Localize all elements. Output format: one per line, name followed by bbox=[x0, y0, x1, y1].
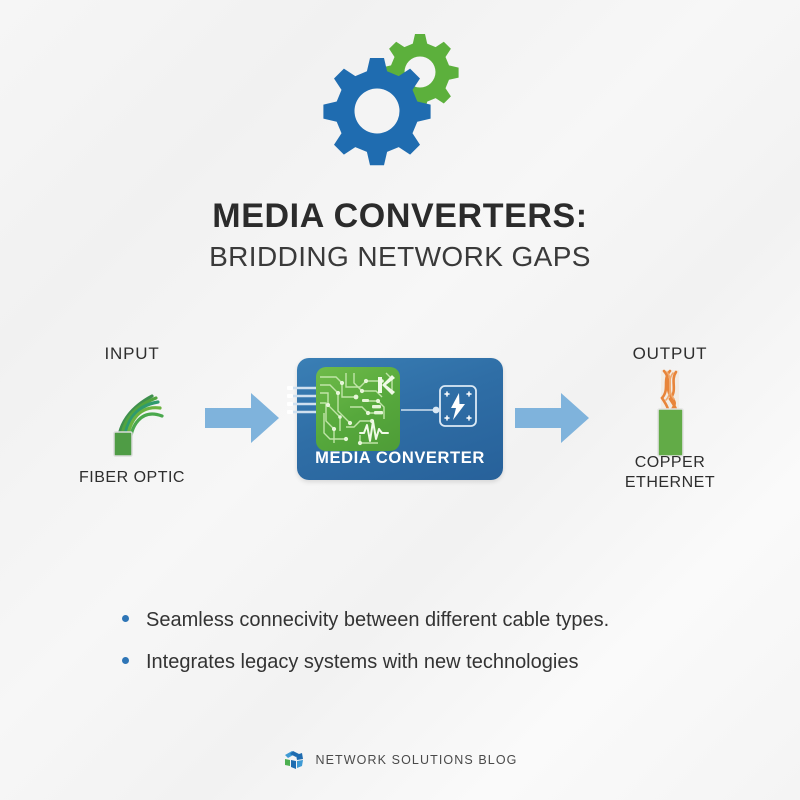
footer-brand-label: NETWORK SOLUTIONS BLOG bbox=[315, 753, 518, 767]
copper-ethernet-cable-icon bbox=[648, 368, 692, 473]
media-converter-device: MEDIA CONVERTER bbox=[287, 358, 503, 480]
signal-waveform-icon bbox=[359, 420, 389, 442]
page-title: MEDIA CONVERTERS: bbox=[212, 197, 588, 235]
circuit-board-graphic bbox=[316, 367, 400, 451]
output-cable-type-line1: COPPER bbox=[634, 454, 706, 471]
list-item-label: Seamless connecivity between different c… bbox=[146, 609, 610, 631]
device-input-pins-icon bbox=[287, 386, 319, 414]
device-link-line bbox=[401, 406, 440, 414]
fiber-optic-cable-icon bbox=[96, 372, 168, 463]
bullet-dot-icon bbox=[122, 656, 129, 664]
list-item-label: Integrates legacy systems with new techn… bbox=[146, 650, 579, 673]
list-item: Integrates legacy systems with new techn… bbox=[122, 650, 702, 676]
circuit-traces-svg bbox=[320, 372, 395, 446]
right-arrow-icon bbox=[515, 393, 589, 443]
right-arrow-icon bbox=[205, 393, 279, 443]
diagram-row: INPUT FIBER OPTIC bbox=[0, 340, 800, 500]
list-item: Seamless connecivity between different c… bbox=[122, 608, 702, 634]
input-label: INPUT bbox=[104, 344, 160, 363]
title-block: MEDIA CONVERTERS: BRIDDING NETWORK GAPS bbox=[0, 198, 800, 274]
input-cable-type-label: FIBER OPTIC bbox=[79, 469, 185, 486]
copper-cable-svg bbox=[657, 369, 684, 457]
page-subtitle: BRIDDING NETWORK GAPS bbox=[209, 240, 591, 272]
gears-illustration bbox=[0, 22, 800, 172]
gears-svg bbox=[323, 34, 459, 166]
lightning-bolt-icon bbox=[439, 385, 477, 427]
flow-arrow-left bbox=[203, 390, 281, 451]
microchip-icon bbox=[378, 375, 395, 395]
output-label: OUTPUT bbox=[632, 344, 708, 363]
bullet-dot-icon bbox=[122, 615, 129, 622]
device-label: MEDIA CONVERTER bbox=[315, 449, 485, 467]
network-solutions-logo-icon bbox=[285, 751, 304, 769]
footer: NETWORK SOLUTIONS BLOG bbox=[0, 748, 800, 772]
gear-large-icon bbox=[323, 58, 431, 166]
flow-arrow-right bbox=[513, 390, 591, 451]
fiber-optic-svg bbox=[113, 394, 164, 457]
output-cable-type-line2: ETHERNET bbox=[624, 473, 716, 491]
benefits-list: Seamless connecivity between different c… bbox=[122, 608, 702, 691]
output-cable-type-label: COPPER ETHERNET bbox=[590, 453, 750, 492]
